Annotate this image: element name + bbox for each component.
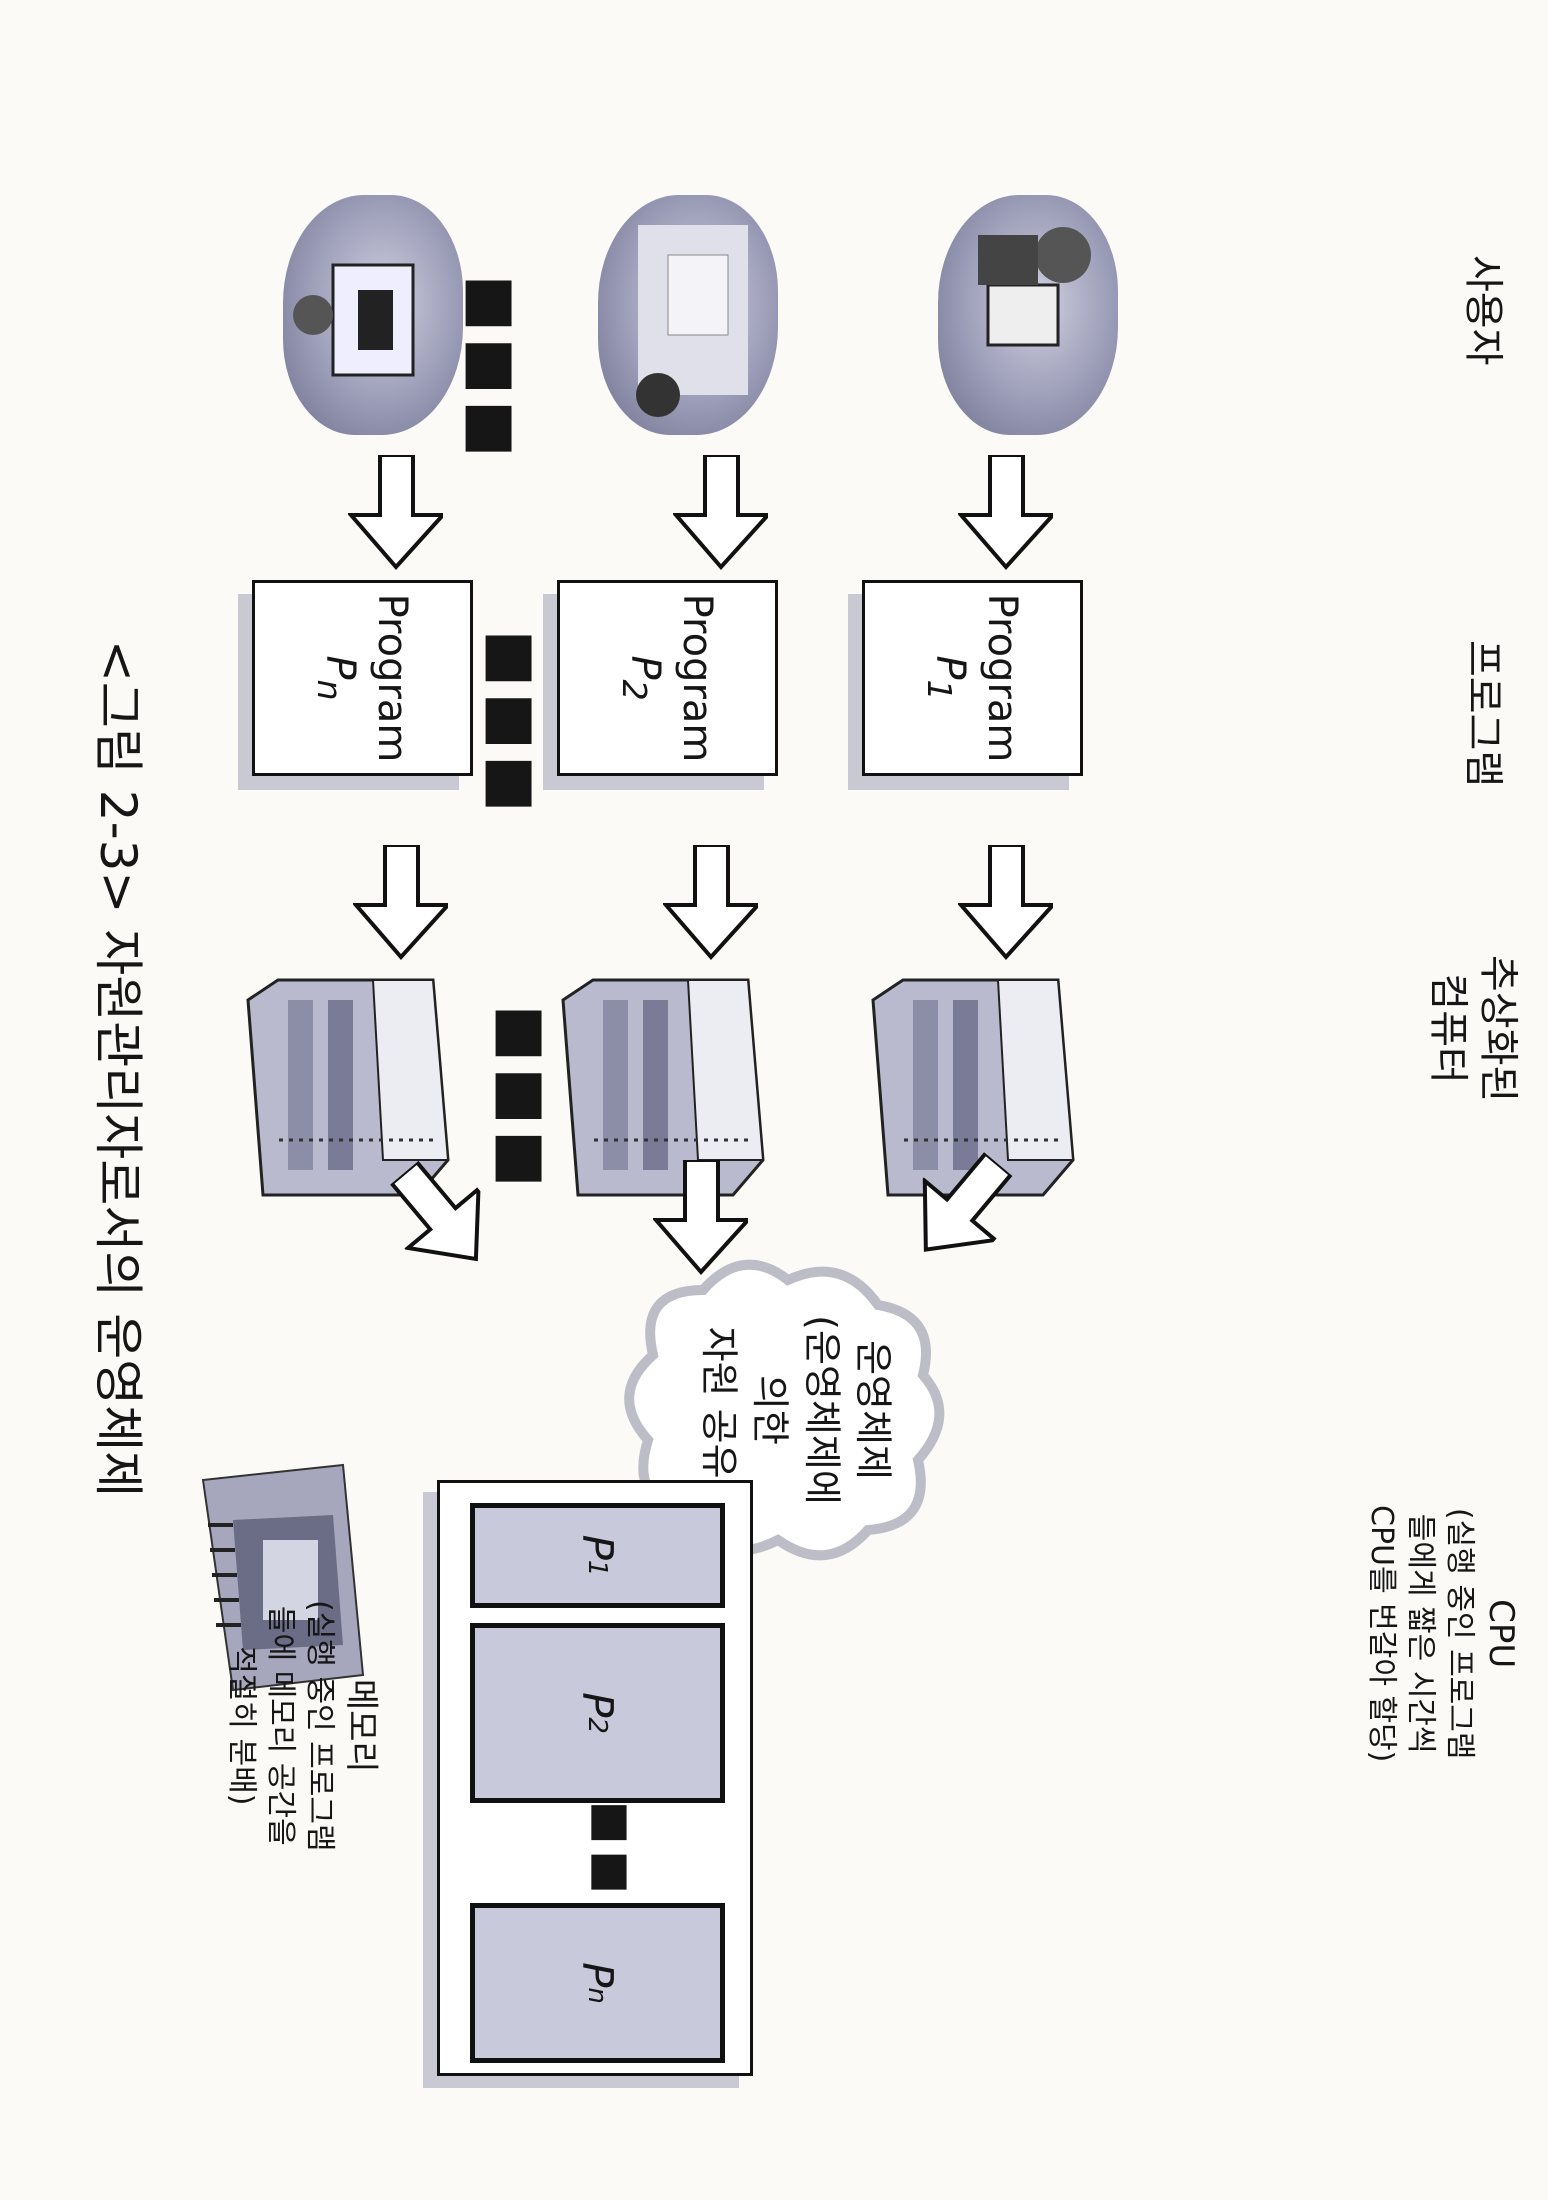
arrow-program-computer-1 [958,845,1053,960]
program-box-2: Program P2 [557,580,778,776]
arrow-computer-cloud-2 [653,1160,748,1275]
abstract-computer-1 [868,960,1088,1210]
arrow-user-program-2 [673,455,768,570]
abstract-computer-label: 추상화된 컴퓨터 [1425,955,1521,1103]
program-title: Program [673,593,720,763]
users-label: 사용자 [1460,255,1506,366]
computer-ellipsis: ■■■ [488,1005,558,1194]
user-image-1 [938,195,1118,435]
user-image-n [283,195,463,435]
user-image-2 [598,195,778,435]
program-ellipsis: ■■■ [478,630,548,819]
program-box-1: Program P1 [862,580,1083,776]
abstract-computer-n [243,960,463,1210]
user-ellipsis: ■■■ [458,275,528,464]
arrow-program-computer-n [353,845,448,960]
program-title: Program [368,593,415,763]
program-sub: P1 [919,655,973,701]
arrow-computer-cloud-1 [922,1150,1014,1252]
cpu-label: CPU (실행 중인 프로그램 들에게 짧은 시간씩 CPU를 번갈아 할당) [1363,1505,1521,1763]
memory-label: 메모리 (실행 중인 프로그램 들에 메모리 공간을 적절히 분배) [223,1600,381,1852]
arrow-computer-cloud-n [388,1159,481,1262]
figure-caption: <그림 2-3> 자원관리자로서의 운영체제 [89,640,147,1498]
program-sub: Pn [309,655,363,701]
cpu-chip-image [183,1445,383,1705]
program-box-n: Program Pn [252,580,473,776]
programs-label: 프로그램 [1460,640,1506,788]
arrow-program-computer-2 [663,845,758,960]
abstract-computer-2 [558,960,778,1210]
arrow-user-program-1 [958,455,1053,570]
program-title: Program [978,593,1025,763]
program-sub: P2 [614,655,668,701]
arrow-user-program-n [348,455,443,570]
